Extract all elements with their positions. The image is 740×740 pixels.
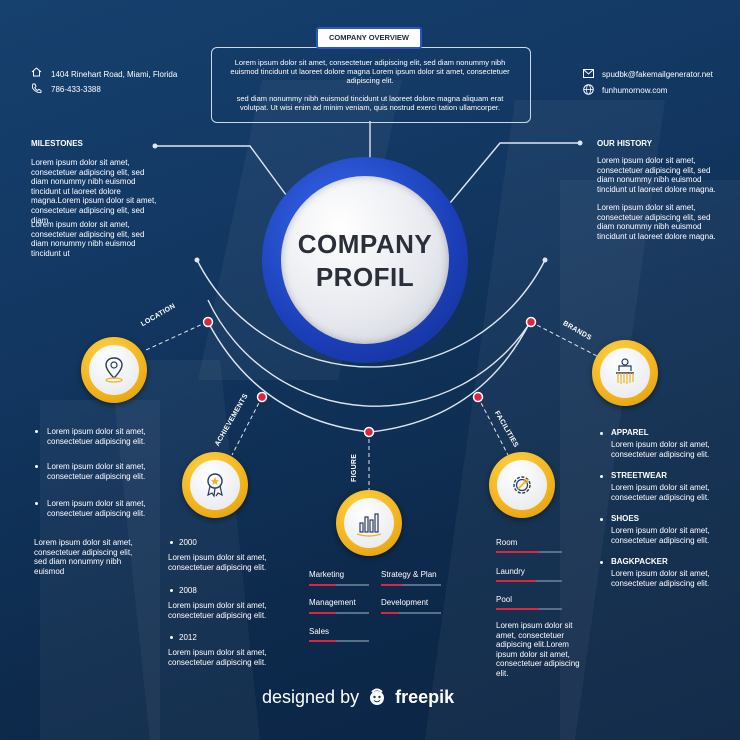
overview-tag: COMPANY OVERVIEW <box>316 27 422 49</box>
history-para1: Lorem ipsum dolor sit amet, consectetuer… <box>597 156 716 194</box>
email-icon <box>583 69 594 78</box>
achievement-text-3: Lorem ipsum dolor sit amet, consectetuer… <box>168 648 267 667</box>
location-node <box>81 337 147 403</box>
figure-bar-1 <box>309 584 369 586</box>
figure-bar-2 <box>381 584 441 586</box>
figure-bar-label-3: Management <box>309 598 356 607</box>
achievement-year-1: 2000 <box>179 538 197 547</box>
figure-label: FIGURE <box>351 453 358 482</box>
figure-bar-4 <box>381 612 441 614</box>
center-title-line2: PROFIL <box>315 262 415 292</box>
home-icon <box>31 67 42 77</box>
brand-text-2: Lorem ipsum dolor sit amet, consectetuer… <box>611 483 710 502</box>
bg-building <box>560 180 740 740</box>
company-profile-inner: COMPANY PROFIL <box>281 176 449 344</box>
brand-text-1: Lorem ipsum dolor sit amet, consectetuer… <box>611 440 710 459</box>
facilities-node <box>489 452 555 518</box>
gear-icon <box>513 476 531 494</box>
center-title-line1: COMPANY <box>297 229 433 259</box>
achievement-year-2: 2008 <box>179 586 197 595</box>
phone-icon <box>31 83 42 93</box>
achievement-text-1: Lorem ipsum dolor sit amet, consectetuer… <box>168 553 267 572</box>
brand-name-3: SHOES <box>611 514 640 523</box>
location-bullet-3: Lorem ipsum dolor sit amet, consectetuer… <box>47 499 146 518</box>
location-para: Lorem ipsum dolor sit amet, consectetuer… <box>34 538 133 576</box>
figure-bar-label-5: Sales <box>309 627 330 636</box>
figure-bar-label-1: Marketing <box>309 570 345 579</box>
figure-bar-3 <box>309 612 369 614</box>
achievement-year-3: 2012 <box>179 633 197 642</box>
brand-text-3: Lorem ipsum dolor sit amet, consectetuer… <box>611 526 710 545</box>
brand-name-2: STREETWEAR <box>611 471 667 480</box>
bar-chart-icon <box>356 513 382 537</box>
email-text: spudbk@fakemailgenerator.net <box>602 70 713 79</box>
footer-designed-text: designed by <box>262 687 360 707</box>
achievements-node <box>182 452 248 518</box>
bullet-dot <box>35 465 38 468</box>
figure-node <box>336 490 402 556</box>
facilities-bar-1 <box>496 551 562 553</box>
facilities-bar-label-1: Room <box>496 538 518 547</box>
bullet-dot <box>170 589 173 592</box>
website-text: funhumornow.com <box>602 86 668 95</box>
bullet-dot <box>600 518 603 521</box>
brands-node <box>592 340 658 406</box>
history-title: OUR HISTORY <box>597 139 653 148</box>
company-profile-circle: COMPANY PROFIL <box>262 157 468 363</box>
clothing-rack-icon <box>616 358 634 384</box>
milestones-title: MILESTONES <box>31 139 83 148</box>
location-bullet-1: Lorem ipsum dolor sit amet, consectetuer… <box>47 427 146 446</box>
award-medal-icon <box>207 473 223 498</box>
bullet-dot <box>170 636 173 639</box>
history-para2: Lorem ipsum dolor sit amet, consectetuer… <box>597 203 716 241</box>
facilities-para: Lorem ipsum dolor sit amet, consectetuer… <box>496 621 580 678</box>
bullet-dot <box>170 541 173 544</box>
phone-text: 786-433-3388 <box>51 85 101 94</box>
figure-bar-label-4: Development <box>381 598 429 607</box>
location-bullet-2: Lorem ipsum dolor sit amet, consectetuer… <box>47 462 146 481</box>
address-text: 1404 Rinehart Road, Miami, Florida <box>51 70 178 79</box>
milestones-para2: Lorem ipsum dolor sit amet, consectetuer… <box>31 220 145 258</box>
overview-para1: Lorem ipsum dolor sit amet, consectetuer… <box>230 58 510 85</box>
bullet-dot <box>35 430 38 433</box>
bullet-dot <box>600 561 603 564</box>
globe-icon <box>583 84 594 95</box>
brand-name-1: APPAREL <box>611 428 649 437</box>
bullet-dot <box>600 475 603 478</box>
bg-building <box>40 400 160 740</box>
brand-name-4: BAGKPACKER <box>611 557 668 566</box>
figure-bar-label-2: Strategy & Plan <box>381 570 437 579</box>
achievement-text-2: Lorem ipsum dolor sit amet, consectetuer… <box>168 601 267 620</box>
facilities-bar-3 <box>496 608 562 610</box>
map-pin-icon <box>105 357 123 383</box>
freepik-logo-icon <box>370 688 385 705</box>
milestones-para1: Lorem ipsum dolor sit amet, consectetuer… <box>31 158 157 225</box>
footer-credit: designed by freepik <box>262 686 454 708</box>
facilities-bar-label-3: Pool <box>496 595 513 604</box>
overview-para2: sed diam nonummy nibh euismod tincidunt … <box>236 94 504 112</box>
bullet-dot <box>600 432 603 435</box>
bullet-dot <box>35 502 38 505</box>
facilities-bar-2 <box>496 580 562 582</box>
figure-bar-5 <box>309 640 369 642</box>
brand-text-4: Lorem ipsum dolor sit amet, consectetuer… <box>611 569 710 588</box>
facilities-bar-label-2: Laundry <box>496 567 525 576</box>
footer-brand-text: freepik <box>395 687 455 707</box>
